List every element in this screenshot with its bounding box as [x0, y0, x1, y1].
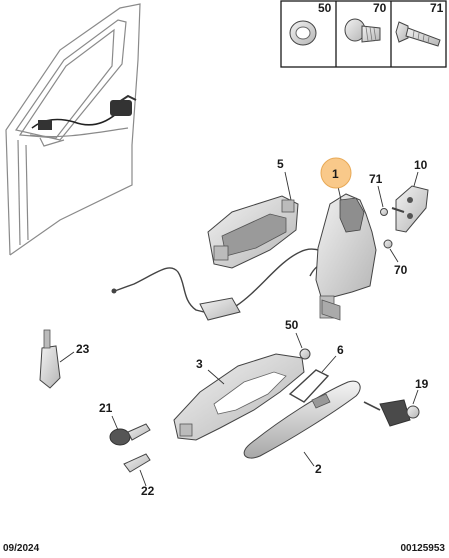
cable-connector	[111, 288, 241, 321]
door-illustration	[5, 3, 141, 256]
part-2-outer-handle	[243, 380, 361, 467]
part-number-70: 70	[394, 263, 408, 277]
part-number-23: 23	[76, 342, 90, 356]
part-number-21: 21	[99, 401, 113, 415]
footer-date: 09/2024	[3, 543, 40, 554]
bolt-icon	[395, 21, 441, 47]
fastener-71	[377, 185, 388, 216]
legend-number-50: 50	[318, 1, 332, 15]
part-19-electrical-connector	[363, 389, 420, 427]
footer-reference-number: 00125953	[400, 543, 446, 554]
part-number-5: 5	[277, 157, 284, 171]
part-22-clip	[123, 453, 151, 487]
part-number-1: 1	[332, 167, 339, 181]
part-number-19: 19	[415, 377, 429, 391]
part-number-10: 10	[414, 158, 428, 172]
callout-1: 1	[320, 157, 352, 189]
part-number-6: 6	[337, 343, 344, 357]
part-number-3: 3	[196, 357, 203, 371]
part-3-handle-carrier	[173, 353, 305, 441]
part-50-grommet	[295, 332, 311, 360]
part-number-71: 71	[369, 172, 383, 186]
legend-number-71: 71	[430, 1, 444, 15]
part-23-key-fob	[39, 329, 75, 389]
part-1-door-lock	[315, 181, 377, 321]
screw-icon	[344, 18, 381, 43]
part-5-handle-frame	[207, 171, 299, 269]
part-21-lock-cylinder	[109, 415, 151, 446]
part-10-striker	[391, 171, 429, 233]
highlight-marker	[320, 157, 352, 189]
part-number-2: 2	[315, 462, 322, 476]
fastener-70	[383, 239, 399, 263]
legend-number-70: 70	[373, 1, 387, 15]
door-wiring-illustration	[31, 94, 137, 130]
grommet-icon	[289, 20, 317, 46]
legend-box: 50 70 71	[280, 0, 447, 68]
part-6-gasket	[288, 355, 337, 403]
part-number-22: 22	[141, 484, 155, 498]
part-number-50: 50	[285, 318, 299, 332]
